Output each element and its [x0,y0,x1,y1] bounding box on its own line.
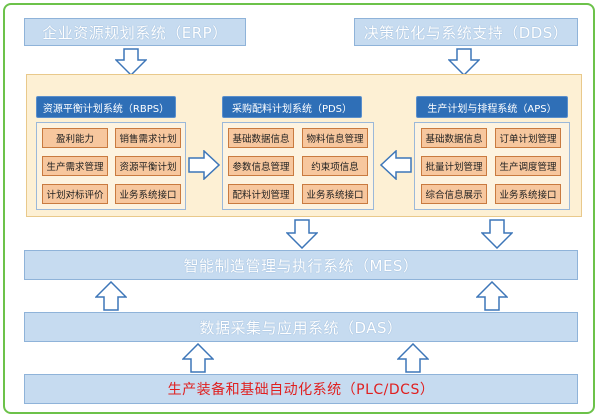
rbps-to-pds-arrow [188,150,220,180]
erp-box: 企业资源规划系统（ERP） [24,18,246,46]
pds-item: 配料计划管理 [228,184,294,204]
plc-box: 生产装备和基础自动化系统（PLC/DCS） [24,374,578,404]
pds-to-mes-arrow [286,219,318,249]
plc-label: 生产装备和基础自动化系统（PLC/DCS） [167,382,435,398]
aps-item: 生产调度管理 [495,156,561,176]
pds-item: 约束项信息 [302,156,368,176]
pds-item: 业务系统接口 [302,184,368,204]
rbps-item: 销售需求计划 [115,128,181,148]
plc-to-das-arrow-left [182,343,214,373]
dds-down-arrow [448,48,480,76]
pds-group: 基础数据信息 物料信息管理 参数信息管理 约束项信息 配料计划管理 业务系统接口 [222,122,374,210]
aps-to-mes-arrow [481,219,513,249]
aps-item: 订单计划管理 [495,128,561,148]
das-to-mes-arrow-left [95,281,127,311]
rbps-group: 盈利能力 销售需求计划 生产需求管理 资源平衡计划 计划对标评价 业务系统接口 [36,122,186,210]
pds-item: 参数信息管理 [228,156,294,176]
erp-label: 企业资源规划系统（ERP） [42,23,228,42]
aps-item: 综合信息展示 [421,184,487,204]
das-box: 数据采集与应用系统（DAS） [24,312,578,342]
rbps-item: 业务系统接口 [115,184,181,204]
aps-to-pds-arrow [380,150,412,180]
aps-item: 批量计划管理 [421,156,487,176]
rbps-item: 资源平衡计划 [115,156,181,176]
mes-box: 智能制造管理与执行系统（MES） [24,250,578,280]
aps-group: 基础数据信息 订单计划管理 批量计划管理 生产调度管理 综合信息展示 业务系统接… [414,122,570,210]
das-to-mes-arrow-right [476,281,508,311]
diagram-frame [3,3,595,414]
plc-to-das-arrow-right [397,343,429,373]
das-label: 数据采集与应用系统（DAS） [199,318,403,337]
rbps-title: 资源平衡计划系统（RBPS） [36,96,176,118]
rbps-item: 计划对标评价 [42,184,108,204]
dds-box: 决策优化与系统支持（DDS） [354,18,578,46]
rbps-item: 盈利能力 [42,128,108,148]
dds-label: 决策优化与系统支持（DDS） [363,23,569,42]
mes-label: 智能制造管理与执行系统（MES） [183,256,419,275]
aps-title: 生产计划与排程系统（APS） [416,96,568,118]
erp-down-arrow [115,48,147,76]
aps-item: 业务系统接口 [495,184,561,204]
pds-title: 采购配料计划系统（PDS） [222,96,362,118]
pds-item: 物料信息管理 [302,128,368,148]
aps-item: 基础数据信息 [421,128,487,148]
rbps-item: 生产需求管理 [42,156,108,176]
pds-item: 基础数据信息 [228,128,294,148]
